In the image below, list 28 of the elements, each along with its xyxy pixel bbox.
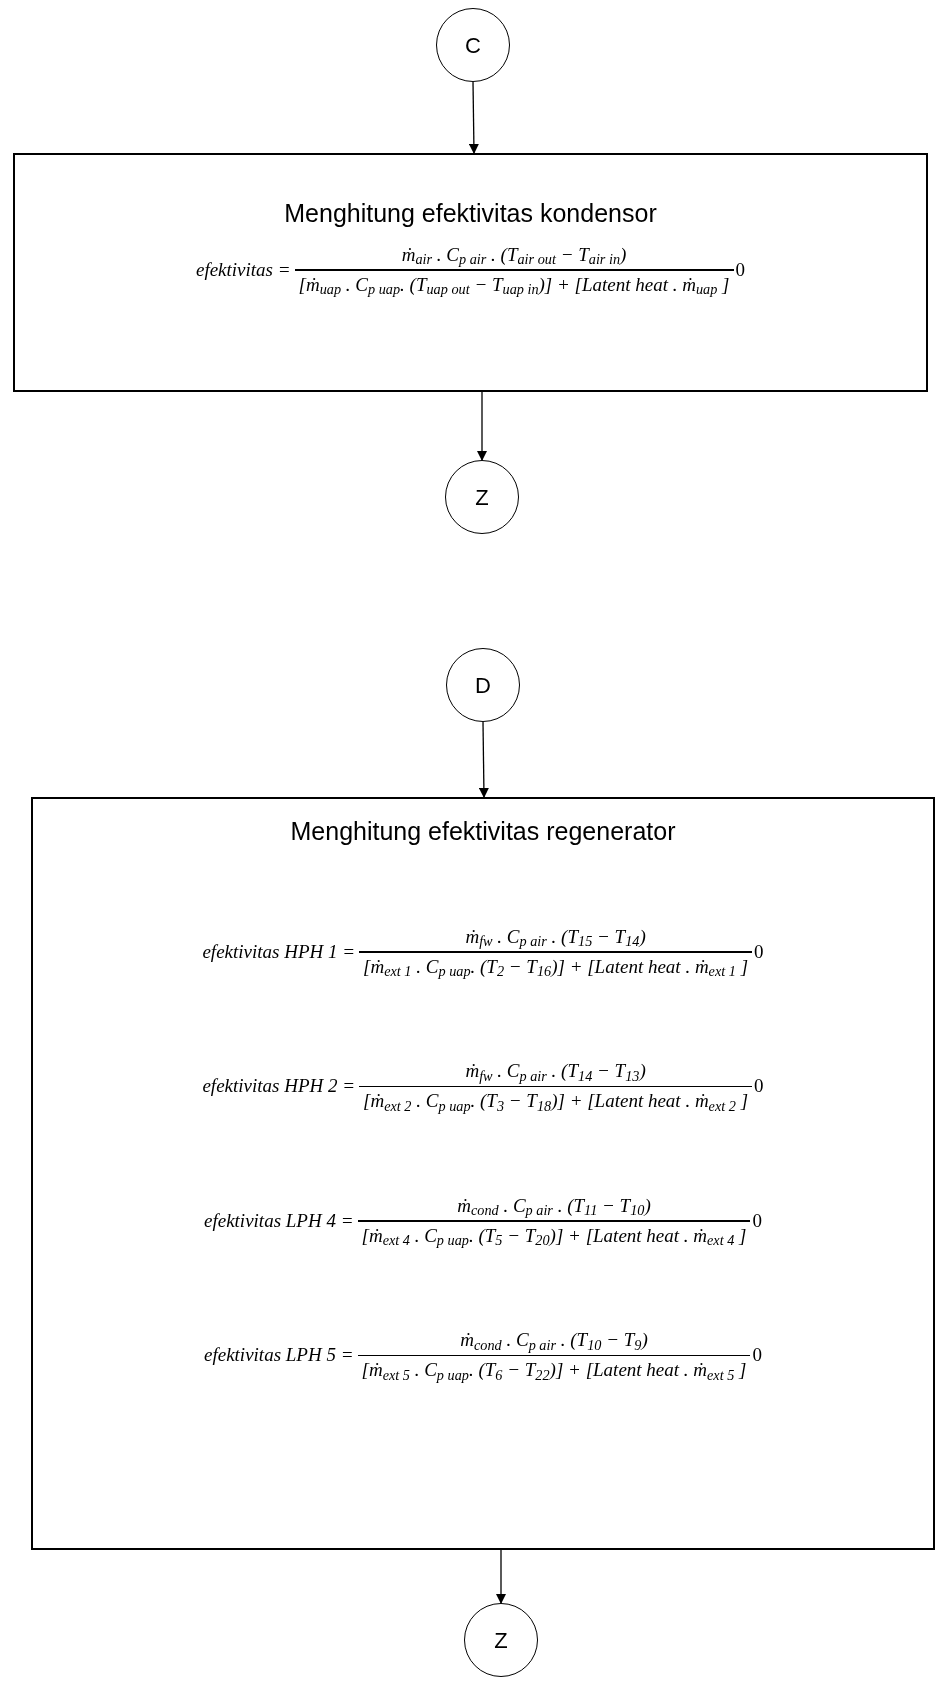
equation-label: efektivitas HPH 1 =	[202, 939, 356, 964]
arrow	[468, 81, 479, 154]
numerator: ṁ$_{fw}$ . C$_{p air}$ . (T$_{15}$ − T$_{14}$)	[464, 924, 647, 951]
numerator: ṁ$_{air}$ . C$_{p air}$ . (T$_{air out}$ − T$_{air in}$)	[400, 242, 628, 269]
equation-suffix: 0	[754, 939, 764, 964]
equation-label: efektivitas LPH 4 =	[204, 1208, 354, 1233]
numerator: ṁ$_{cond}$ . C$_{p air}$ . (T$_{11}$ − T$_{10}$)	[456, 1193, 652, 1220]
equation-label: efektivitas HPH 2 =	[202, 1074, 356, 1098]
arrow	[496, 1549, 506, 1604]
box-heading: Menghitung efektivitas regenerator	[290, 816, 676, 847]
denominator: [ṁ$_{ext 1}$ . C$_{p uap}$. (T$_{2}$ − T$_{16}$)] + [Latent heat . ṁ$_{ext 1}$ ]	[362, 954, 750, 981]
denominator: [ṁ$_{ext 4}$ . C$_{p uap}$. (T$_{5}$ − T$_{20}$)] + [Latent heat . ṁ$_{ext 4}$ ]	[360, 1223, 748, 1250]
arrow	[478, 721, 489, 798]
denominator: [ṁ$_{uap}$ . C$_{p uap}$. (T$_{uap out}$ − T$_{uap in}$)] + [Latent heat . ṁ$_{uap}$ ]	[297, 272, 731, 299]
box-heading: Menghitung efektivitas kondensor	[284, 198, 657, 229]
equation-suffix: 0	[735, 257, 745, 282]
arrow	[477, 391, 487, 461]
process-box	[31, 797, 935, 1550]
process-box	[13, 153, 928, 392]
numerator: ṁ$_{fw}$ . C$_{p air}$ . (T$_{14}$ − T$_{13}$)	[464, 1059, 647, 1086]
equation-suffix: 0	[754, 1074, 764, 1098]
denominator: [ṁ$_{ext 5}$ . C$_{p uap}$. (T$_{6}$ − T$_{22}$)] + [Latent heat . ṁ$_{ext 5}$ ]	[360, 1358, 748, 1385]
numerator: ṁ$_{cond}$ . C$_{p air}$ . (T$_{10}$ − T$_{9}$)	[459, 1328, 649, 1355]
equation-suffix: 0	[752, 1208, 762, 1233]
equation-suffix: 0	[752, 1343, 762, 1367]
equation-label: efektivitas =	[195, 257, 291, 282]
equation-label: efektivitas LPH 5 =	[204, 1343, 354, 1367]
denominator: [ṁ$_{ext 2}$ . C$_{p uap}$. (T$_{3}$ − T$_{18}$)] + [Latent heat . ṁ$_{ext 2}$ ]	[362, 1089, 750, 1116]
